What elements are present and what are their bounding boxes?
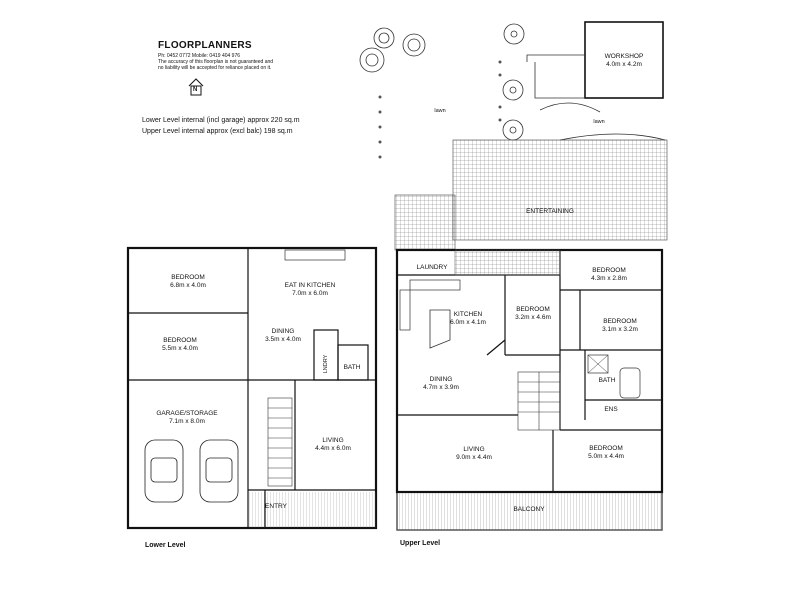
north-label: N — [193, 87, 198, 93]
room-lower-laundry: LNDRY — [323, 354, 329, 374]
room-ens: ENS — [604, 406, 618, 413]
disclaimer-block: Ph: 0452 0772 Mobile: 0419 404 976 The a… — [158, 53, 278, 71]
area-lawn-1: lawn — [434, 108, 446, 114]
room-size: 4.0m x 4.2m — [606, 61, 642, 68]
room-size: 3.2m x 4.6m — [515, 314, 551, 321]
room-name: GARAGE/STORAGE — [156, 410, 218, 417]
room-upper-laundry: LAUNDRY — [416, 264, 448, 271]
room-name: BEDROOM — [592, 267, 626, 274]
room-name: BEDROOM — [516, 306, 550, 313]
disclaimer-text: The accuracy of this floorplan is not gu… — [158, 59, 274, 71]
room-name: LIVING — [322, 437, 344, 444]
room-name: BEDROOM — [163, 337, 197, 344]
room-eat-in-kitchen: EAT IN KITCHEN 7.0m x 6.0m — [285, 282, 336, 298]
room-size: 3.5m x 4.0m — [265, 336, 301, 343]
lower-area-text: Lower Level internal (incl garage) appro… — [142, 117, 300, 124]
room-kitchen: KITCHEN 6.0m x 4.1m — [450, 311, 486, 327]
room-balcony: BALCONY — [513, 506, 545, 513]
car-icon — [144, 439, 239, 503]
room-lower-bath: BATH — [343, 364, 361, 371]
contact-line: Ph: 0452 0772 Mobile: 0419 404 976 — [158, 53, 241, 59]
lower-level-walls — [126, 246, 378, 530]
room-name: EAT IN KITCHEN — [284, 282, 336, 289]
room-size: 9.0m x 4.4m — [456, 454, 492, 461]
upper-area-text: Upper Level internal approx (excl balc) … — [142, 128, 293, 135]
garden-dots — [378, 60, 502, 159]
room-size: 3.1m x 3.2m — [602, 326, 638, 333]
room-garage: GARAGE/STORAGE 7.1m x 8.0m — [156, 410, 217, 426]
area-entertaining: ENTERTAINING — [526, 208, 574, 215]
room-name: KITCHEN — [453, 311, 483, 318]
room-size: 4.4m x 6.0m — [315, 445, 351, 452]
room-size: 5.0m x 4.4m — [588, 453, 624, 460]
room-entry: ENTRY — [265, 503, 287, 510]
room-lower-bedroom-1: BEDROOM 6.8m x 4.0m — [170, 274, 206, 290]
room-size: 5.5m x 4.0m — [162, 345, 198, 352]
room-size: 7.1m x 8.0m — [169, 418, 205, 425]
room-name: BEDROOM — [603, 318, 637, 325]
room-upper-dining: DINING 4.7m x 3.9m — [423, 376, 459, 392]
room-size: 4.7m x 3.9m — [423, 384, 459, 391]
room-lower-dining: DINING 3.5m x 4.0m — [265, 328, 301, 344]
upper-level-caption: Upper Level — [400, 540, 441, 547]
room-name: BEDROOM — [171, 274, 205, 281]
room-size: 4.3m x 2.8m — [591, 275, 627, 282]
room-upper-bedroom-tr: BEDROOM 4.3m x 2.8m — [591, 267, 627, 283]
room-name: BEDROOM — [589, 445, 623, 452]
room-name: LIVING — [463, 446, 485, 453]
room-upper-living: LIVING 9.0m x 4.4m — [456, 446, 492, 462]
room-upper-bath: BATH — [598, 377, 616, 384]
room-lower-living: LIVING 4.4m x 6.0m — [315, 437, 351, 453]
room-workshop: WORKSHOP 4.0m x 4.2m — [605, 53, 644, 69]
room-size: 6.8m x 4.0m — [170, 282, 206, 289]
garden-shrubs — [359, 23, 525, 141]
room-name: DINING — [429, 376, 453, 383]
north-arrow-icon — [188, 78, 204, 96]
room-name: WORKSHOP — [604, 53, 644, 60]
room-lower-bedroom-2: BEDROOM 5.5m x 4.0m — [162, 337, 198, 353]
area-lawn-2: lawn — [593, 119, 605, 125]
room-size: 6.0m x 4.1m — [450, 319, 486, 326]
room-name: DINING — [271, 328, 295, 335]
lower-level-caption: Lower Level — [145, 542, 186, 549]
room-upper-bedroom-br: BEDROOM 5.0m x 4.4m — [588, 445, 624, 461]
room-upper-bedroom-mid: BEDROOM 3.2m x 4.6m — [515, 306, 551, 322]
brand-title: FLOORPLANNERS — [158, 40, 252, 51]
room-size: 7.0m x 6.0m — [292, 290, 328, 297]
room-upper-bedroom-r: BEDROOM 3.1m x 3.2m — [602, 318, 638, 334]
